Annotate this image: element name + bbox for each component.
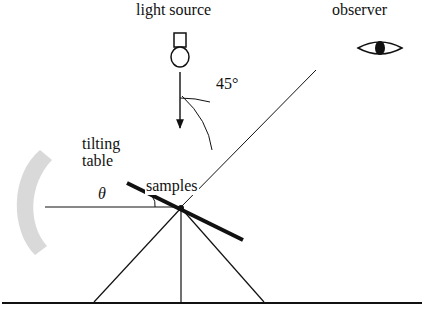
text-label: θ bbox=[98, 186, 106, 203]
ground-line bbox=[2, 302, 422, 304]
light-ray bbox=[179, 72, 180, 128]
text-label: samples bbox=[145, 178, 199, 195]
horizontal-reference bbox=[45, 207, 180, 208]
text-label: 45° bbox=[215, 76, 239, 93]
text-label: observer bbox=[332, 2, 387, 19]
light-bulb bbox=[171, 33, 189, 67]
viewing-line bbox=[181, 70, 316, 207]
text-label: light source bbox=[136, 2, 211, 19]
observer-eye bbox=[358, 41, 402, 55]
text-label: tilting table bbox=[82, 136, 142, 170]
watermark-mark bbox=[17, 150, 52, 255]
angle-arc bbox=[182, 96, 212, 150]
tripod-stand bbox=[94, 208, 264, 302]
